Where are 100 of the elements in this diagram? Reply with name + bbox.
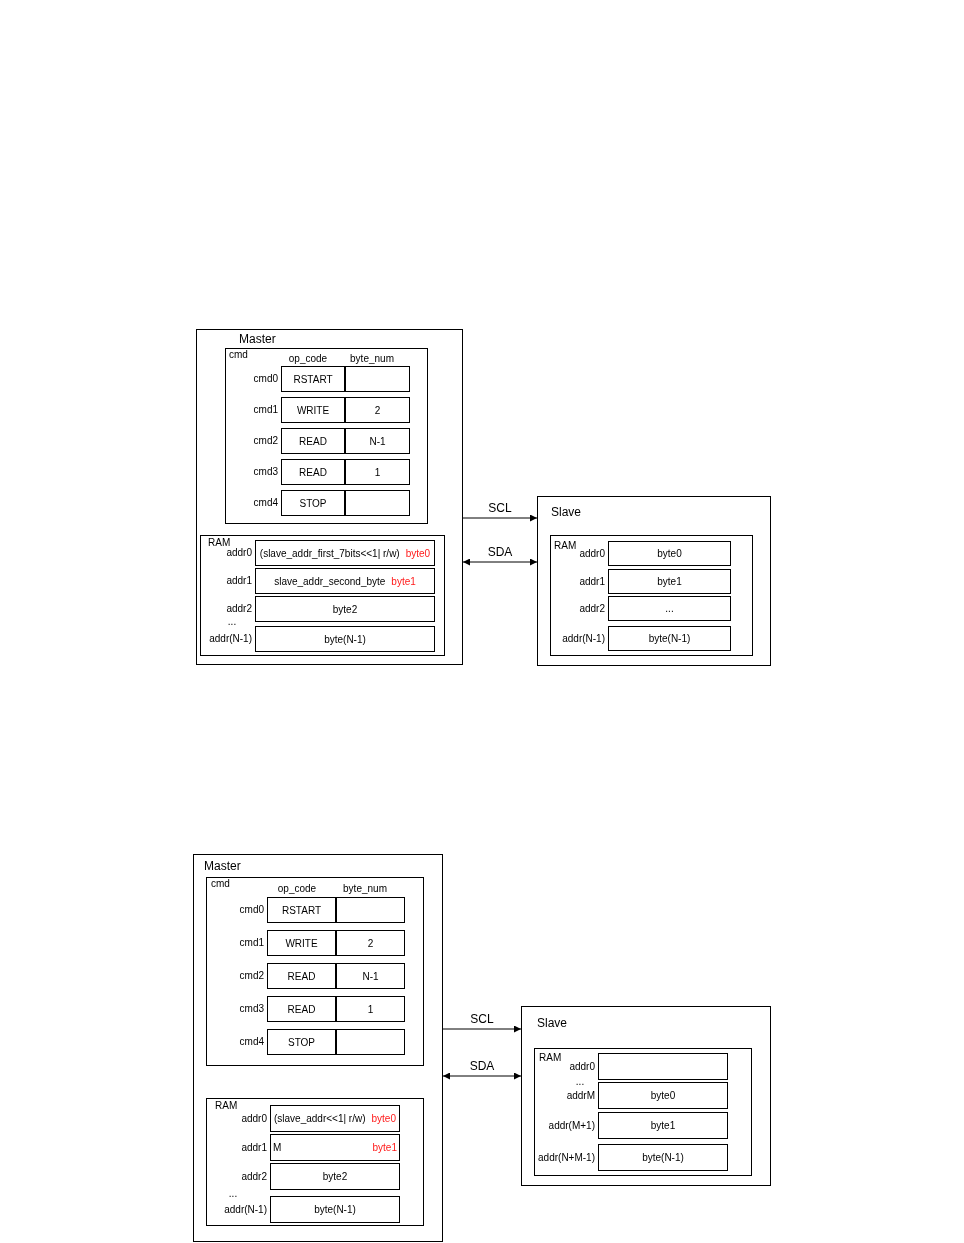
ellipsis-mark: ...: [228, 1187, 238, 1199]
table-cell: 2: [336, 930, 405, 956]
column-header: op_code: [277, 882, 317, 894]
block-box: [537, 496, 771, 666]
ellipsis-mark: ...: [227, 615, 237, 627]
table-cell: READ: [281, 459, 345, 485]
table-cell: 1: [345, 459, 410, 485]
table-cell: [598, 1053, 728, 1080]
highlight-text: byte0: [405, 547, 431, 559]
highlight-text: byte1: [391, 575, 416, 587]
block-box: [193, 854, 443, 1242]
edge-label: SDA: [485, 545, 515, 559]
group-box: [200, 535, 445, 656]
row-label: cmd0: [238, 904, 264, 915]
box-title: cmd: [229, 349, 248, 360]
ellipsis-mark: ...: [575, 1075, 585, 1087]
table-cell: byte0: [598, 1082, 728, 1109]
row-label: addr(N-1): [208, 633, 252, 644]
table-cell: [270, 1134, 400, 1161]
row-label: addrM: [565, 1089, 595, 1101]
table-cell: ...: [608, 596, 731, 621]
table-cell: [255, 540, 435, 566]
table-cell: N-1: [336, 963, 405, 989]
table-cell: byte(N-1): [598, 1144, 728, 1171]
highlight-text: byte0: [371, 1113, 396, 1124]
table-cell: [336, 897, 405, 923]
row-label: cmd1: [252, 404, 278, 415]
table-cell: READ: [281, 428, 345, 454]
table-cell: byte1: [598, 1112, 728, 1139]
edge-label: SDA: [467, 1059, 497, 1073]
row-label: addr(N-1): [561, 632, 605, 644]
row-label: addr1: [578, 575, 605, 587]
row-label: addr(N+M-1): [537, 1151, 595, 1163]
box-title: RAM: [554, 540, 577, 551]
table-cell: byte(N-1): [255, 626, 435, 652]
table-cell: RSTART: [281, 366, 345, 392]
table-cell: [345, 366, 410, 392]
row-label: addr1: [225, 575, 252, 586]
box-title: cmd: [211, 878, 230, 889]
group-box: [206, 1098, 424, 1226]
table-cell: N-1: [345, 428, 410, 454]
arrow: [442, 1025, 522, 1033]
table-cell: WRITE: [281, 397, 345, 423]
table-cell: byte(N-1): [270, 1196, 400, 1223]
row-label: addr(M+1): [547, 1119, 595, 1131]
column-header: byte_num: [350, 352, 394, 364]
column-header: op_code: [288, 352, 328, 364]
table-cell: [336, 1029, 405, 1055]
table-cell: STOP: [267, 1029, 336, 1055]
group-box: [225, 348, 428, 524]
row-label: cmd2: [252, 435, 278, 446]
table-cell: RSTART: [267, 897, 336, 923]
row-label: cmd4: [238, 1036, 264, 1047]
block-box: [196, 329, 463, 665]
row-label: addr0: [240, 1112, 267, 1124]
row-label: cmd3: [238, 1003, 264, 1014]
table-cell: byte0: [608, 541, 731, 566]
row-label: addr1: [240, 1141, 267, 1153]
table-cell: 2: [345, 397, 410, 423]
edge-label: SCL: [468, 1012, 496, 1026]
row-label: cmd4: [252, 497, 278, 508]
row-label: cmd2: [238, 970, 264, 981]
row-label: addr(N-1): [223, 1203, 267, 1215]
group-box: [534, 1048, 752, 1176]
double-arrow: [442, 1072, 522, 1080]
row-label: addr0: [225, 547, 252, 558]
box-title: RAM: [539, 1052, 562, 1063]
table-cell: 1: [336, 996, 405, 1022]
table-cell: byte2: [270, 1163, 400, 1190]
box-title: Slave: [537, 1016, 568, 1030]
row-label: cmd0: [252, 373, 278, 384]
group-box: [550, 535, 753, 656]
column-header: byte_num: [343, 882, 387, 894]
row-label: addr2: [240, 1170, 267, 1182]
table-cell: READ: [267, 963, 336, 989]
row-label: cmd1: [238, 937, 264, 948]
row-label: addr2: [225, 603, 252, 614]
table-cell: READ: [267, 996, 336, 1022]
highlight-text: byte1: [372, 1142, 397, 1153]
box-title: Master: [204, 859, 241, 873]
box-title: RAM: [208, 537, 231, 548]
box-title: Slave: [551, 505, 582, 519]
arrow: [462, 514, 538, 522]
cell-text: (slave_addr_first_7bits<<1| r/w): [259, 547, 400, 559]
table-cell: byte(N-1): [608, 626, 731, 651]
box-title: Master: [239, 332, 276, 346]
table-cell: byte1: [608, 569, 731, 594]
double-arrow: [462, 558, 538, 566]
row-label: addr0: [568, 1060, 595, 1072]
row-label: addr0: [578, 547, 605, 559]
group-box: [206, 877, 424, 1066]
table-cell: [255, 568, 435, 594]
table-cell: byte2: [255, 596, 435, 622]
cell-text: M: [273, 1142, 282, 1153]
table-cell: [270, 1105, 400, 1132]
cell-text: slave_addr_second_byte: [274, 575, 386, 587]
table-cell: STOP: [281, 490, 345, 516]
row-label: addr2: [578, 602, 605, 614]
table-cell: [345, 490, 410, 516]
box-title: RAM: [215, 1100, 238, 1111]
